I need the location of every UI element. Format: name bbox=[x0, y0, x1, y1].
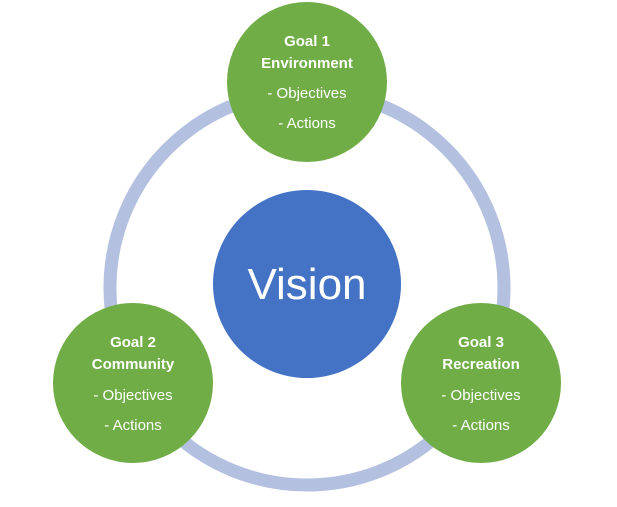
vision-circle bbox=[213, 190, 401, 378]
goal-1-node: Goal 1 Environment - Objectives - Action… bbox=[227, 2, 387, 162]
goal-3-item-actions: - Actions bbox=[452, 417, 510, 434]
goal-1-item-actions: - Actions bbox=[278, 115, 336, 132]
goal-2-circle bbox=[53, 303, 213, 463]
goal-3-item-objectives: - Objectives bbox=[441, 387, 520, 404]
goal-1-item-objectives: - Objectives bbox=[267, 85, 346, 102]
goal-1-subtitle: Environment bbox=[261, 55, 353, 72]
goal-1-title: Goal 1 bbox=[284, 33, 330, 50]
goal-3-title: Goal 3 bbox=[458, 334, 504, 351]
goal-3-subtitle: Recreation bbox=[442, 356, 520, 373]
goal-2-item-objectives: - Objectives bbox=[93, 387, 172, 404]
goal-2-node: Goal 2 Community - Objectives - Actions bbox=[53, 303, 213, 463]
goal-2-title: Goal 2 bbox=[110, 334, 156, 351]
goal-2-subtitle: Community bbox=[92, 356, 175, 373]
vision-label: Vision bbox=[247, 260, 366, 309]
goal-1-circle bbox=[227, 2, 387, 162]
goal-3-node: Goal 3 Recreation - Objectives - Actions bbox=[401, 303, 561, 463]
vision-node: Vision bbox=[213, 190, 401, 378]
goal-3-circle bbox=[401, 303, 561, 463]
goal-2-item-actions: - Actions bbox=[104, 417, 162, 434]
